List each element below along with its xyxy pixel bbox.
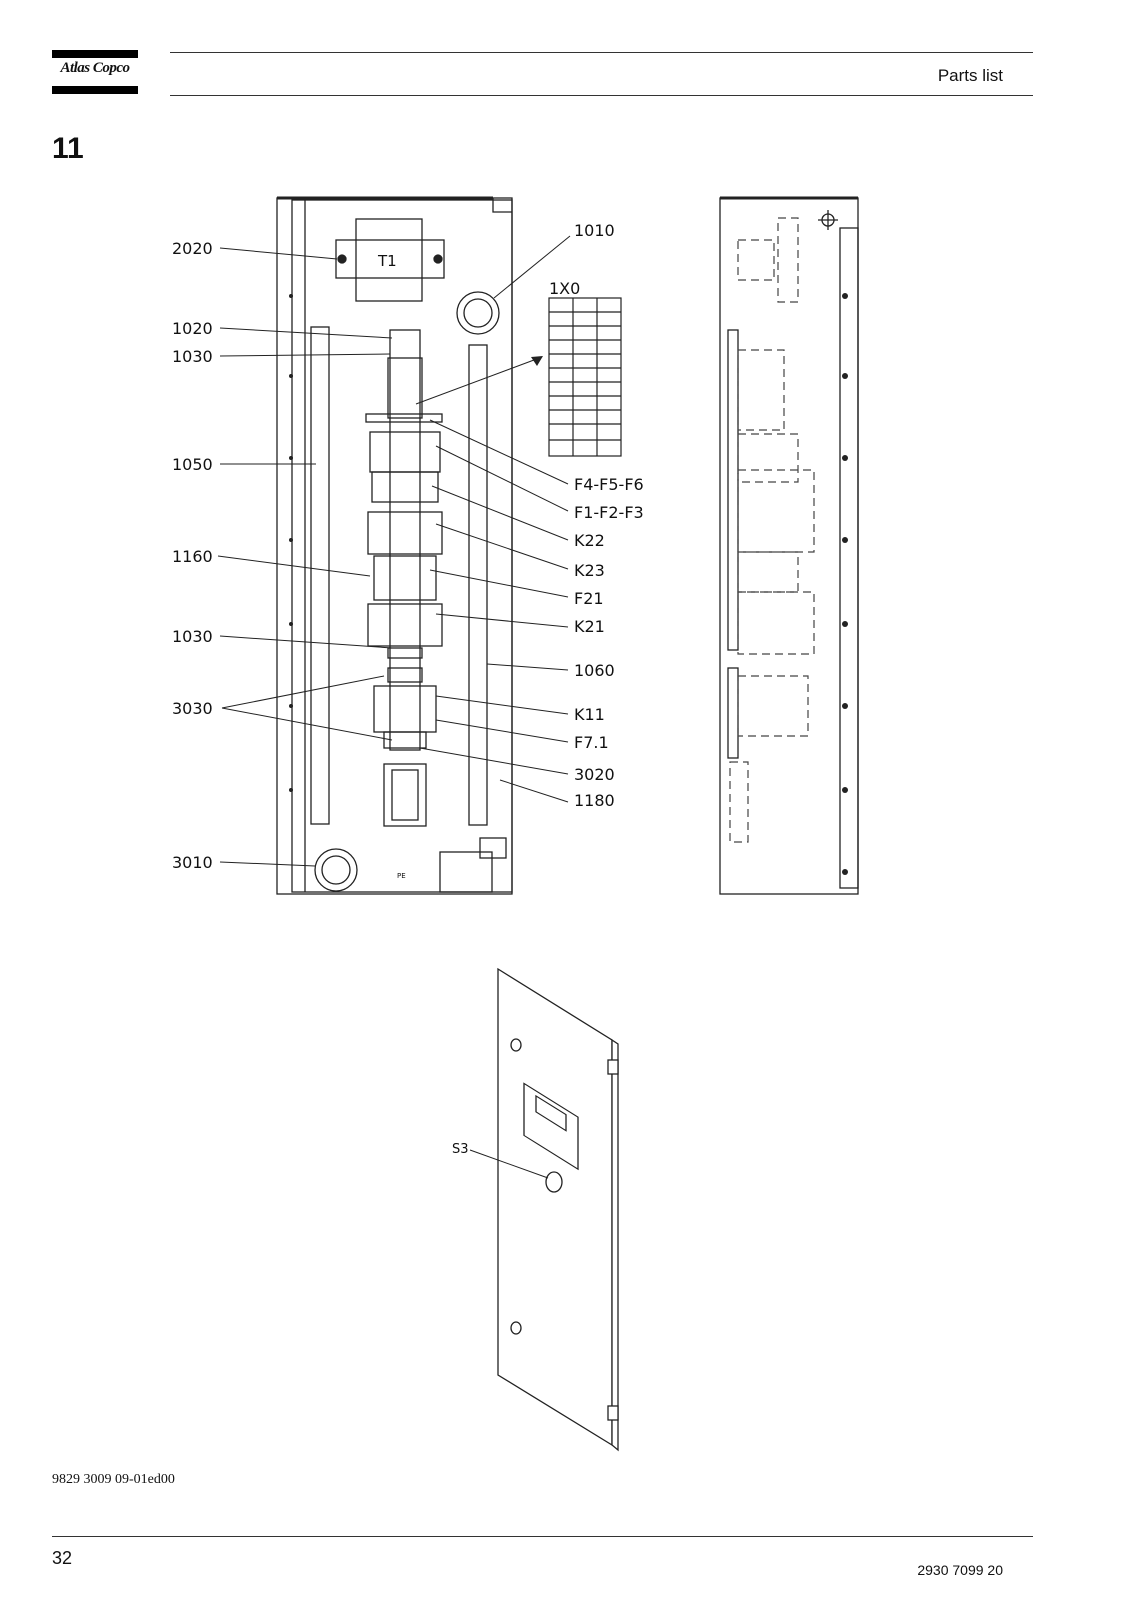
header-bottom-rule	[170, 95, 1033, 96]
callout-1160: 1160	[172, 547, 213, 566]
document-code: 9829 3009 09-01ed00	[52, 1472, 175, 1487]
callout-k11: K11	[574, 705, 605, 724]
callout-f4-f5-f6: F4-F5-F6	[574, 475, 644, 494]
callout-1050: 1050	[172, 455, 213, 474]
pe-mark: PE	[397, 872, 406, 880]
callout-1010: 1010	[574, 221, 615, 240]
callout-1x0: 1X0	[549, 279, 580, 298]
header-top-rule	[170, 52, 1033, 53]
callout-1030: 1030	[172, 347, 213, 366]
callout-1180: 1180	[574, 791, 615, 810]
callout-1060: 1060	[574, 661, 615, 680]
section-number: 11	[52, 132, 84, 165]
callout-k23: K23	[574, 561, 605, 580]
part-number: 2930 7099 20	[917, 1562, 1003, 1578]
callout-f7-1: F7.1	[574, 733, 609, 752]
callout-3010: 3010	[172, 853, 213, 872]
atlas-copco-logo: Atlas Copco	[52, 50, 138, 94]
page-number: 32	[52, 1548, 73, 1568]
page-header-title: Parts list	[937, 66, 1003, 85]
callout-2020: 2020	[172, 239, 213, 258]
callout-3030: 3030	[172, 699, 213, 718]
callout-f21: F21	[574, 589, 604, 608]
callout-k22: K22	[574, 531, 605, 550]
callout-f1-f2-f3: F1-F2-F3	[574, 503, 644, 522]
callout-1030-lower: 1030	[172, 627, 213, 646]
transformer-label: T1	[377, 252, 397, 270]
footer-rule	[52, 1536, 1033, 1537]
callout-s3: S3	[452, 1142, 469, 1157]
callout-1020: 1020	[172, 319, 213, 338]
callout-k21: K21	[574, 617, 605, 636]
callout-3020: 3020	[574, 765, 615, 784]
